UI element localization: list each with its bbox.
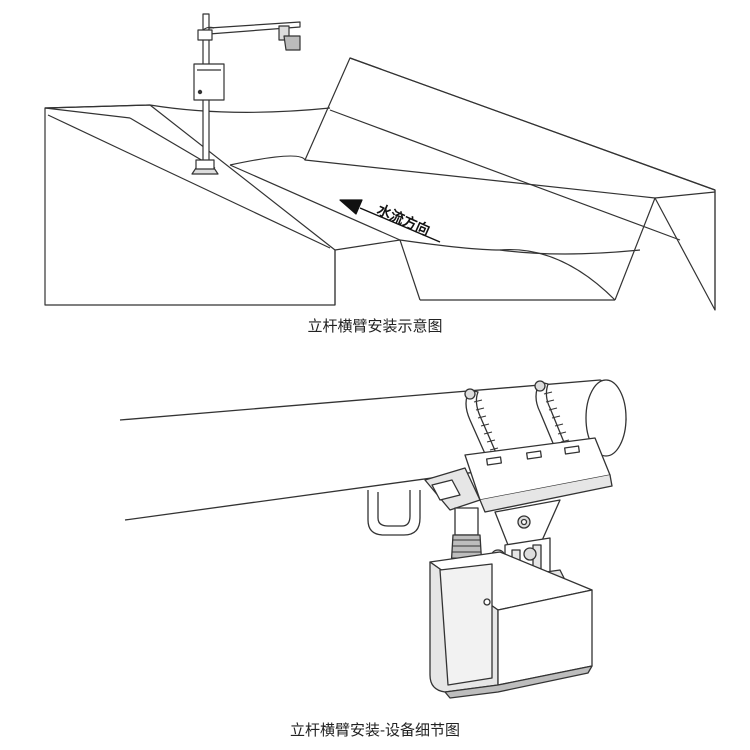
left-bank — [44, 104, 401, 306]
flow-arrow — [339, 199, 441, 243]
hose-clamp-left — [464, 388, 501, 466]
mounting-bracket — [424, 437, 613, 513]
channel-bed — [129, 104, 641, 301]
sensor-housing — [429, 551, 593, 699]
hose-clamp-right — [534, 380, 571, 461]
pole — [191, 13, 301, 175]
top-figure-caption: 立杆横臂安装示意图 — [307, 317, 443, 335]
channel-installation-figure: 水流方向 — [44, 13, 716, 311]
cross-arm-pipe — [119, 379, 627, 521]
right-bank — [304, 57, 716, 311]
device-detail-figure — [119, 379, 627, 699]
flow-direction-label: 水流方向 — [374, 201, 432, 239]
pipe-elbow — [367, 490, 421, 536]
bottom-figure-caption: 立杆横臂安装-设备细节图 — [289, 721, 461, 739]
